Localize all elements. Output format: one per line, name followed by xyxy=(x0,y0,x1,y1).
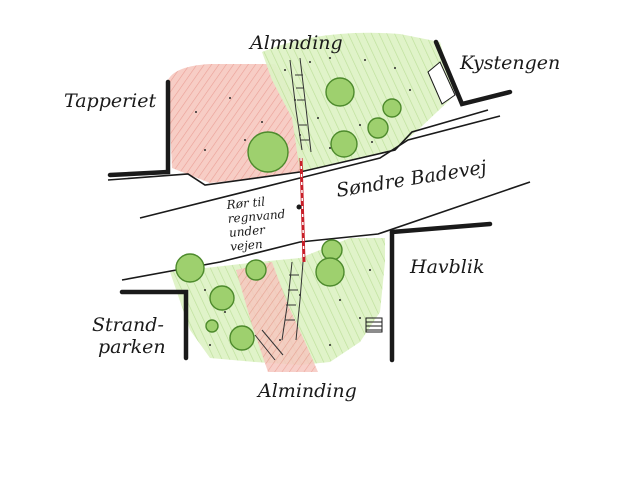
label-strandparken: Strand- parken xyxy=(92,314,166,358)
property-lines xyxy=(107,39,513,363)
footpath-north xyxy=(289,57,312,153)
label-kystengen: Kystengen xyxy=(460,52,561,74)
tree xyxy=(321,239,343,261)
label-strandparken-line1: Strand- xyxy=(92,314,164,336)
boundary-tapperiet xyxy=(107,79,171,178)
tree xyxy=(367,117,389,139)
trees xyxy=(175,77,402,351)
pipe-pointer-dot xyxy=(296,204,302,210)
tree xyxy=(209,285,235,311)
red-area-south xyxy=(236,262,318,372)
tree xyxy=(245,259,267,281)
house-outline-kystengen xyxy=(427,61,456,105)
tree xyxy=(229,325,255,351)
tree xyxy=(205,319,219,333)
rainwater-pipe xyxy=(299,157,306,263)
label-pipe-note: Rør til regnvand under vejen xyxy=(226,193,288,254)
stair-havblik xyxy=(365,317,383,333)
label-alminding-north: Almnding xyxy=(250,32,343,54)
label-alminding-south: Alminding xyxy=(258,380,357,402)
boundary-havblik-top xyxy=(389,221,493,235)
label-strandparken-line2: parken xyxy=(98,336,166,358)
label-havblik: Havblik xyxy=(410,256,485,278)
tree xyxy=(175,253,205,283)
footpath-south xyxy=(254,261,304,361)
tree xyxy=(330,130,358,158)
boundary-kystengen xyxy=(433,39,513,107)
tree xyxy=(382,98,402,118)
boundary-strandparken xyxy=(119,289,189,361)
label-tapperiet: Tapperiet xyxy=(64,90,157,112)
tree xyxy=(247,131,289,173)
tree xyxy=(315,257,345,287)
tree xyxy=(325,77,355,107)
